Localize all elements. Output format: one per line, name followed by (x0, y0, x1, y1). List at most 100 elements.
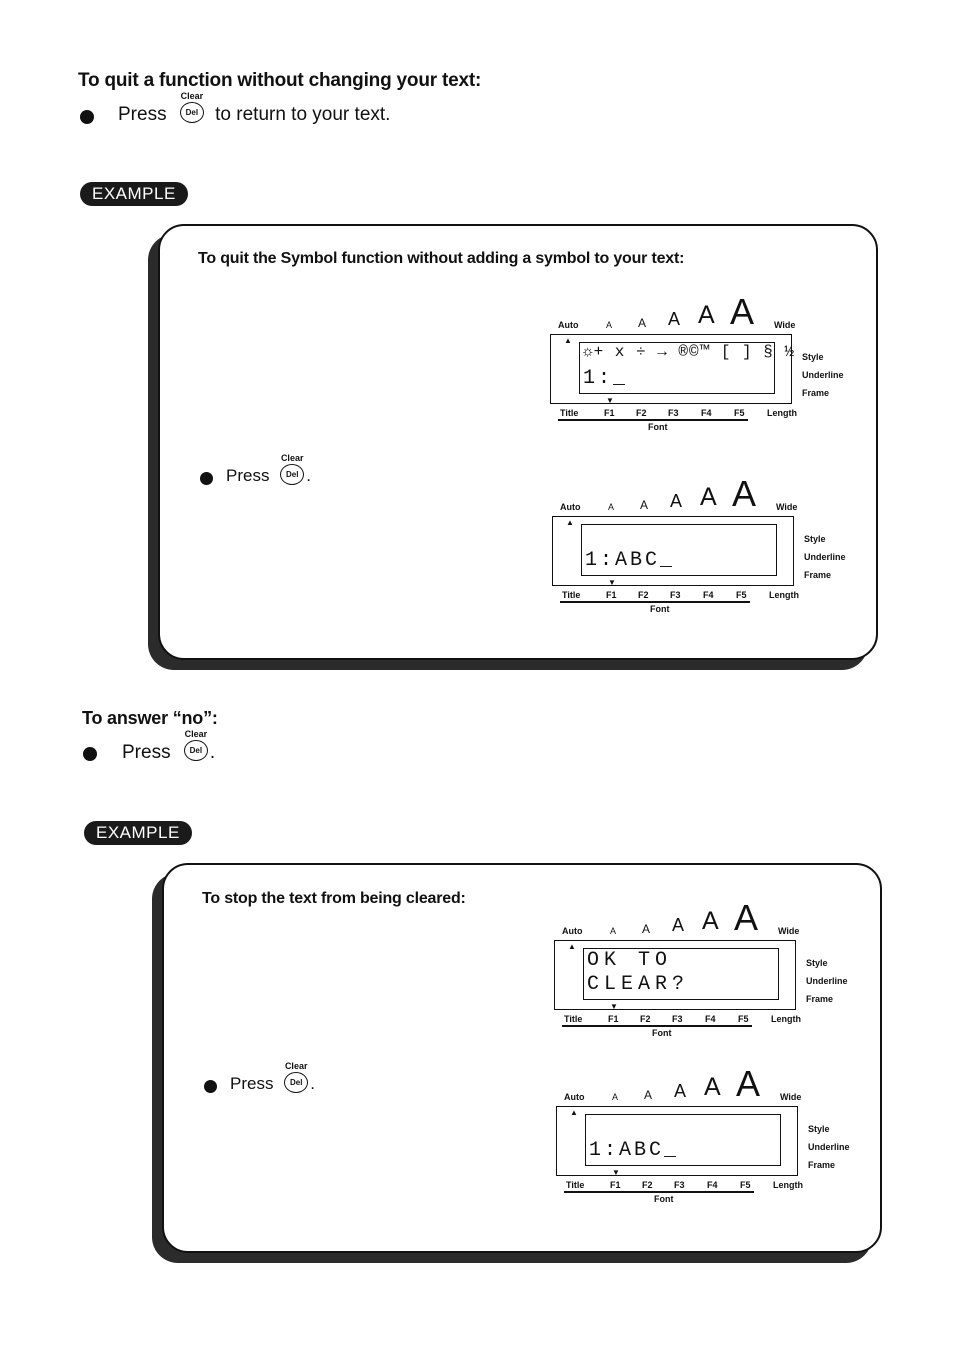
lcd-size-a-5: A (730, 291, 755, 332)
press-label: Press (118, 104, 167, 125)
example-title-1: To quit the Symbol function without addi… (198, 250, 685, 267)
lcd-font-label: Font (650, 604, 670, 614)
arrow-up-icon: ▲ (568, 942, 576, 951)
lcd-display-3: Auto A A A A A Wide OK TO CLEAR? ▲ ▼ Sty… (554, 900, 854, 1038)
lcd-f5-label: F5 (738, 1014, 749, 1024)
lcd-auto-label: Auto (562, 926, 583, 936)
lcd-display-2: Auto A A A A A Wide 1:ABC_ ▲ ▼ Style Und… (552, 476, 852, 614)
lcd-line-1: ☼+ x ÷ → ®©™ [ ] § ½ (583, 343, 796, 361)
lcd-frame-label: Frame (802, 388, 830, 398)
lcd-f2-label: F2 (640, 1014, 651, 1024)
lcd-screen: 1:ABC_ (581, 524, 777, 576)
lcd-f2-label: F2 (638, 590, 649, 600)
press-label: Press (226, 466, 270, 485)
lcd-f1-label: F1 (606, 590, 617, 600)
lcd-size-a-1: A (610, 926, 617, 936)
lcd-display-4: Auto A A A A A Wide 1:ABC_ ▲ ▼ Style Und… (556, 1066, 856, 1204)
lcd-size-a-3: A (670, 491, 683, 511)
lcd-line-1: 1:ABC_ (585, 549, 676, 572)
arrow-up-icon: ▲ (564, 336, 572, 345)
lcd-screen: OK TO CLEAR? (583, 948, 779, 1000)
lcd-style-label: Style (806, 958, 828, 968)
lcd-underline-label: Underline (802, 370, 844, 380)
press-instruction-2: Press Clear Del . (230, 1061, 315, 1095)
example-badge: EXAMPLE (80, 182, 188, 206)
lcd-underline-label: Underline (808, 1142, 850, 1152)
arrow-up-icon: ▲ (566, 518, 574, 527)
example-panel-1 (158, 224, 878, 660)
lcd-line-2: CLEAR? (587, 973, 690, 996)
lcd-frame-label: Frame (804, 570, 832, 580)
bullet (204, 1080, 217, 1093)
lcd-size-a-1: A (608, 502, 615, 512)
example-title-2: To stop the text from being cleared: (202, 890, 466, 907)
section-heading-answer-no: To answer “no”: (82, 708, 218, 728)
lcd-underline-label: Underline (806, 976, 848, 986)
lcd-f5-label: F5 (740, 1180, 751, 1190)
lcd-size-a-3: A (668, 309, 681, 329)
lcd-f3-label: F3 (670, 590, 681, 600)
key-clear-label: Clear (280, 452, 304, 463)
lcd-line-1: 1:ABC_ (589, 1139, 680, 1162)
lcd-auto-label: Auto (558, 320, 579, 330)
lcd-size-a-2: A (642, 922, 651, 936)
lcd-f4-label: F4 (707, 1180, 718, 1190)
lcd-frame: OK TO CLEAR? (554, 940, 796, 1010)
arrow-down-icon: ▼ (610, 1002, 618, 1011)
lcd-f2-label: F2 (636, 408, 647, 418)
lcd-f4-label: F4 (703, 590, 714, 600)
lcd-length-label: Length (773, 1180, 803, 1190)
lcd-f3-label: F3 (672, 1014, 683, 1024)
lcd-font-label: Font (654, 1194, 674, 1204)
lcd-wide-label: Wide (774, 320, 796, 330)
section-heading-quit-function: To quit a function without changing your… (78, 70, 482, 91)
lcd-title-label: Title (562, 590, 581, 600)
clear-del-key-icon: Clear Del (278, 453, 306, 487)
clear-del-key-icon: Clear Del (282, 1061, 310, 1095)
bullet (80, 110, 94, 124)
lcd-size-a-5: A (734, 897, 759, 938)
key-clear-label: Clear (284, 1060, 308, 1071)
key-del-label: Del (183, 739, 208, 761)
press-label: Press (122, 742, 171, 763)
lcd-wide-label: Wide (776, 502, 798, 512)
lcd-length-label: Length (771, 1014, 801, 1024)
lcd-size-a-5: A (736, 1063, 761, 1104)
lcd-display-1: Auto A A A A A Wide ☼+ x ÷ → ®©™ [ ] § ½… (550, 294, 850, 432)
key-clear-label: Clear (184, 728, 208, 739)
lcd-function-underline (558, 419, 748, 421)
lcd-size-a-2: A (638, 316, 647, 330)
key-clear-label: Clear (180, 90, 204, 101)
lcd-frame: ☼+ x ÷ → ®©™ [ ] § ½ 1:_ (550, 334, 796, 404)
lcd-f5-label: F5 (734, 408, 745, 418)
lcd-title-label: Title (566, 1180, 585, 1190)
key-del-label: Del (284, 1071, 309, 1093)
lcd-style-label: Style (808, 1124, 830, 1134)
lcd-frame: 1:ABC_ (552, 516, 794, 586)
press-instruction-1: Press Clear Del . (226, 453, 311, 487)
press-label: Press (230, 1074, 274, 1093)
lcd-auto-label: Auto (560, 502, 581, 512)
lcd-wide-label: Wide (778, 926, 800, 936)
arrow-down-icon: ▼ (606, 396, 614, 405)
key-del-label: Del (179, 101, 204, 123)
key-del-label: Del (280, 463, 305, 485)
lcd-auto-label: Auto (564, 1092, 585, 1102)
lcd-size-a-4: A (704, 1073, 721, 1101)
lcd-size-a-4: A (702, 907, 719, 935)
clear-del-key-icon: Clear Del (182, 729, 210, 763)
lcd-size-a-3: A (674, 1081, 687, 1101)
lcd-f3-label: F3 (668, 408, 679, 418)
lcd-f1-label: F1 (604, 408, 615, 418)
lcd-style-label: Style (802, 352, 824, 362)
period: . (306, 466, 311, 485)
lcd-line-1: OK TO (587, 949, 673, 972)
bullet (200, 472, 213, 485)
lcd-f3-label: F3 (674, 1180, 685, 1190)
lcd-function-underline (564, 1191, 754, 1193)
lcd-size-a-2: A (640, 498, 649, 512)
lcd-f1-label: F1 (608, 1014, 619, 1024)
lcd-style-label: Style (804, 534, 826, 544)
lcd-underline-label: Underline (804, 552, 846, 562)
lcd-size-a-5: A (732, 473, 757, 514)
